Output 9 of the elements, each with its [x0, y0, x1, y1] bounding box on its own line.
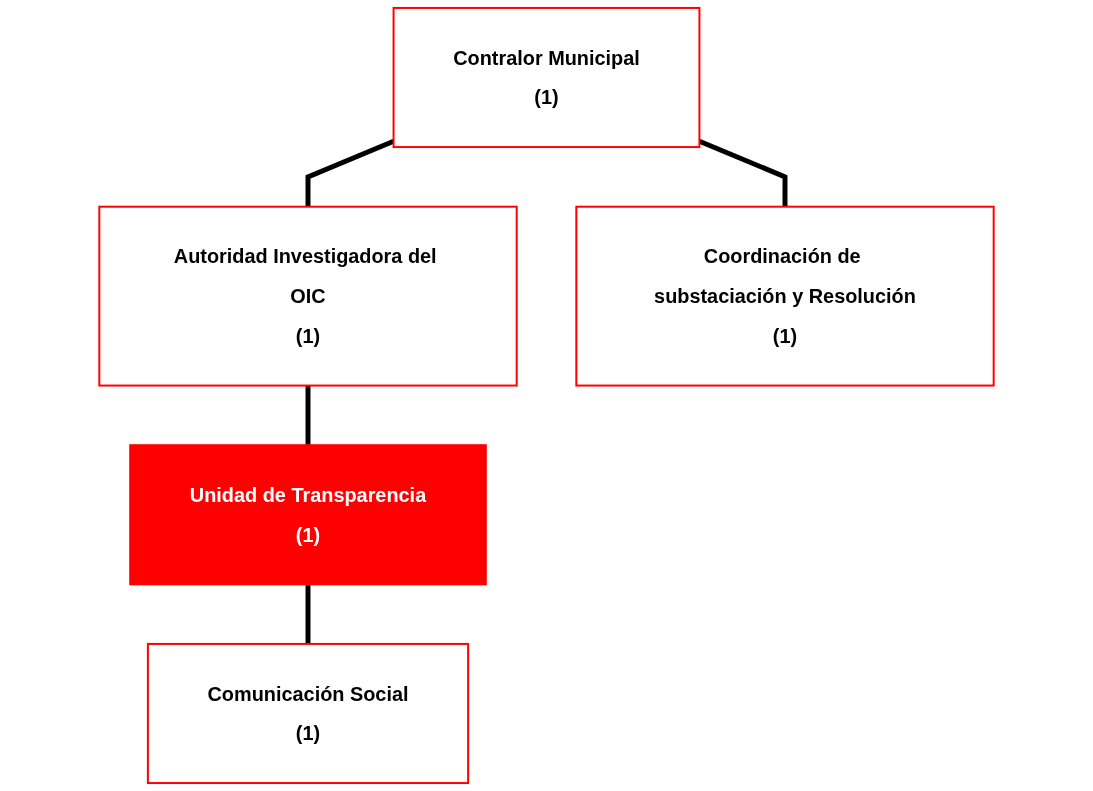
node-box: Contralor Municipal (1): [392, 6, 701, 149]
node-box: Comunicación Social (1): [146, 642, 470, 785]
connector: [305, 385, 311, 446]
connector: [305, 584, 311, 644]
node-box: Coordinación de substaciación y Resolución (1): [575, 205, 995, 387]
node-box: Unidad de Transparencia (1): [129, 444, 487, 586]
connector: [305, 138, 395, 207]
node-box: Autoridad Investigadora del OIC (1): [98, 205, 518, 387]
connector: [698, 138, 788, 207]
